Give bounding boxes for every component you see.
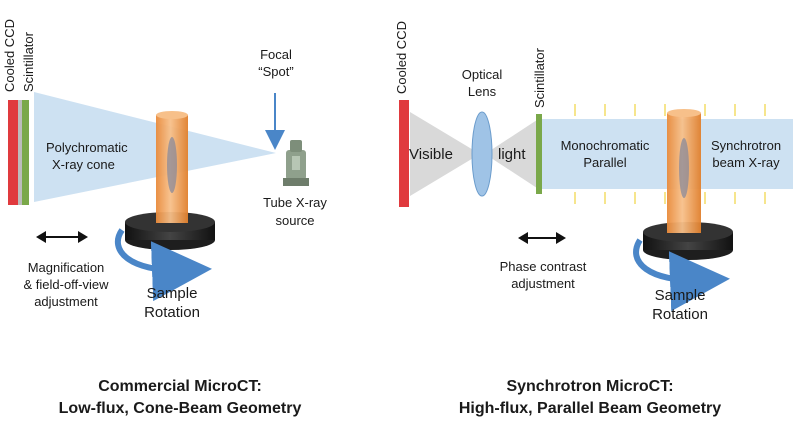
left-caption-line2: Low-flux, Cone-Beam Geometry <box>58 400 302 417</box>
left-caption-line1: Commercial MicroCT: <box>98 378 262 395</box>
left-rotation-arrow <box>114 228 212 302</box>
visible-light-cone-right <box>485 118 540 190</box>
left-ccd-label: Cooled CCD <box>2 19 17 92</box>
left-scintillator-green <box>22 100 29 205</box>
source-line2: source <box>275 213 315 228</box>
magnification-line1: Magnification <box>27 260 105 275</box>
visible-light-cone <box>410 112 480 196</box>
right-caption-line2: High-flux, Parallel Beam Geometry <box>458 400 722 417</box>
magnification-line3: adjustment <box>34 294 98 309</box>
right-rotation-line2: Rotation <box>652 306 708 323</box>
source-line1: Tube X-ray <box>263 195 327 210</box>
cone-label-line1: Polychromatic <box>46 140 128 155</box>
left-scintillator-label: Scintillator <box>21 32 36 92</box>
optical-lens <box>471 111 493 197</box>
lens-line1: Optical <box>461 67 503 82</box>
mono-line2: Parallel <box>583 155 627 170</box>
beam-yellow-marks <box>574 104 766 204</box>
visible-label: Visible <box>409 146 453 163</box>
sync-line1: Synchrotron <box>710 138 782 153</box>
left-sample-fish <box>167 137 177 193</box>
mono-line1: Monochromatic <box>560 138 650 153</box>
synchrotron-beam <box>540 119 793 189</box>
left-ccd-bar <box>8 100 18 205</box>
left-sample-tube-top <box>156 111 188 119</box>
tube-xray-source-icon <box>283 140 309 186</box>
right-sample-tube-top <box>667 109 701 117</box>
light-label: light <box>498 146 526 163</box>
right-ccd-label: Cooled CCD <box>394 21 409 94</box>
right-caption-line1: Synchrotron MicroCT: <box>506 378 674 395</box>
focal-line2: “Spot” <box>258 64 294 79</box>
magnification-double-arrow <box>36 231 88 243</box>
left-xray-cone <box>34 92 276 202</box>
phase-line2: adjustment <box>511 276 575 291</box>
right-sample-fish <box>679 138 689 198</box>
left-scintillator-bar <box>18 100 22 205</box>
magnification-line2: & field-off-view <box>23 277 109 292</box>
cone-label-line2: X-ray cone <box>52 157 115 172</box>
phase-line1: Phase contrast <box>499 259 587 274</box>
lens-line2: Lens <box>467 84 497 99</box>
left-rotation-line2: Rotation <box>144 304 200 321</box>
right-rotation-line1: Sample <box>654 287 706 304</box>
right-scintillator-label: Scintillator <box>532 48 547 108</box>
right-ccd-bar <box>399 100 409 207</box>
phase-contrast-double-arrow <box>518 232 566 244</box>
sync-line2: beam X-ray <box>712 155 780 170</box>
left-rotation-line1: Sample <box>146 285 198 302</box>
focal-line1: Focal <box>260 47 292 62</box>
right-rotation-arrow <box>633 238 730 312</box>
right-scintillator-bar <box>536 114 542 194</box>
